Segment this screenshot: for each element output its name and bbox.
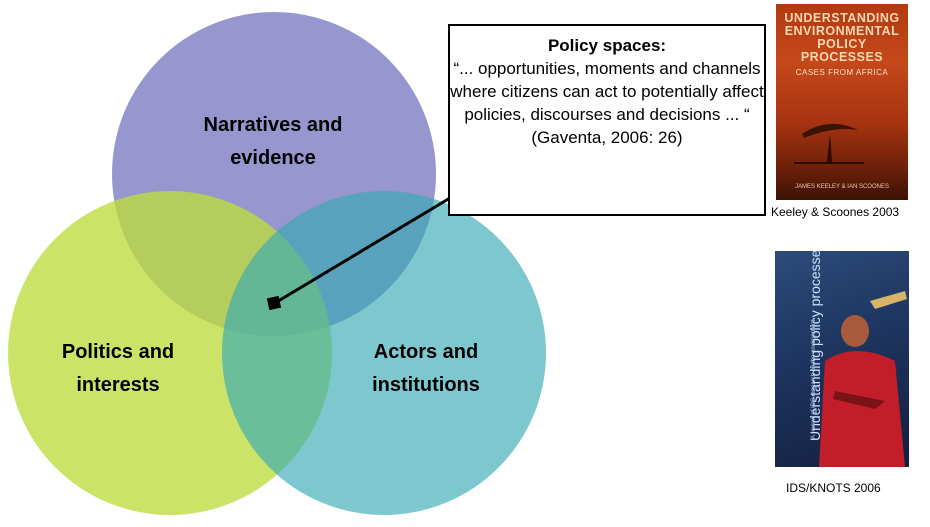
book2-cover-subtitle: A review of IDS research on the environm… xyxy=(811,319,817,439)
book1-caption: Keeley & Scoones 2003 xyxy=(771,205,900,219)
book-cover-ids-knots: Understanding policy processes A review … xyxy=(775,251,909,467)
label-actors-line1: Actors and xyxy=(374,341,478,363)
policy-spaces-callout: Policy spaces: “... opportunities, momen… xyxy=(448,24,766,216)
book2-caption: IDS/KNOTS 2006 xyxy=(786,481,881,495)
label-politics-line1: Politics and xyxy=(62,341,174,363)
callout-citation: (Gaventa, 2006: 26) xyxy=(531,128,683,147)
label-narratives-line1: Narratives and xyxy=(204,114,343,136)
book1-cover-subtitle: CASES FROM AFRICA xyxy=(795,68,889,77)
tree-illustration-icon xyxy=(794,123,864,164)
book1-cover-authors: JAMES KEELEY & IAN SCOONES xyxy=(795,184,889,190)
callout-title: Policy spaces: xyxy=(547,36,667,55)
weaver-photo-icon xyxy=(819,291,907,467)
book-cover-keeley-scoones: UNDERSTANDING ENVIRONMENTAL POLICY PROCE… xyxy=(776,4,908,200)
label-actors-line2: institutions xyxy=(372,374,480,396)
label-politics-line2: interests xyxy=(76,374,159,396)
callout-connector-line xyxy=(274,196,451,305)
book1-cover-title: UNDERSTANDING ENVIRONMENTAL POLICY PROCE… xyxy=(784,11,900,64)
label-narratives-line2: evidence xyxy=(230,147,316,169)
callout-quote: “... opportunities, moments and channels… xyxy=(450,59,764,124)
square-marker xyxy=(266,295,282,311)
circle-actors xyxy=(222,191,546,515)
